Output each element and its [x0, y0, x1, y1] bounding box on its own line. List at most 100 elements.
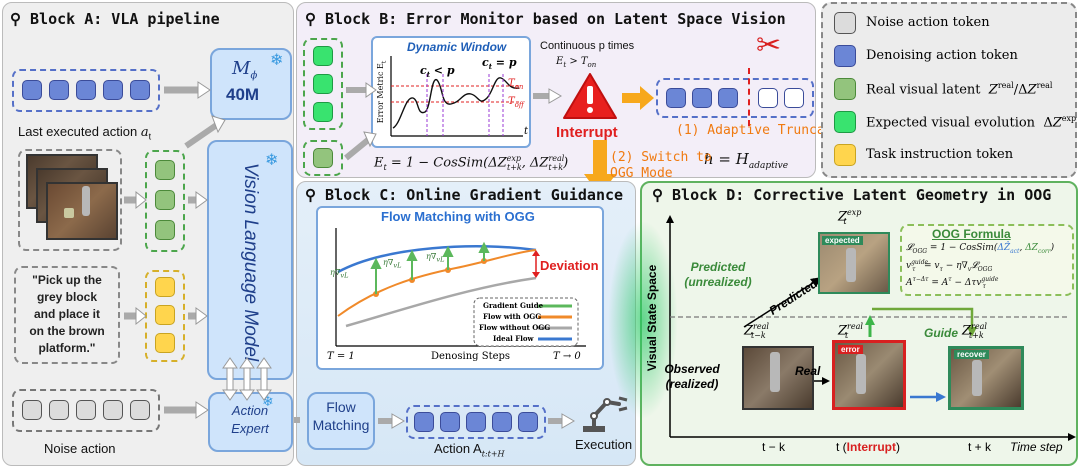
last-action-label: Last executed action at: [18, 124, 152, 142]
legend-swatch-noise: [834, 12, 856, 34]
orange-arrow: [622, 86, 654, 110]
noise-token: [103, 400, 123, 420]
arrow-guide-label: Guide: [924, 326, 959, 340]
legend-swatch-denoising: [834, 45, 856, 67]
truncated-token: [758, 88, 778, 108]
noise-token: [76, 400, 96, 420]
visual-token: [155, 160, 175, 180]
block-d-title: ⚲ Block D: Corrective Latent Geometry in…: [652, 186, 1052, 204]
legend-label: Task instruction token: [866, 147, 1014, 162]
adaptive-label: (1) Adaptive Truncation: [676, 123, 857, 138]
x-tk-label: t − k: [762, 440, 786, 454]
noise-token: [130, 400, 150, 420]
block-b-title: ⚲ Block B: Error Monitor based on Latent…: [305, 10, 786, 28]
snowflake-icon: ❄: [270, 52, 284, 69]
h-formula: h = Hadaptive: [704, 150, 789, 171]
expected-group: [303, 38, 343, 130]
expected-tag: expected: [822, 236, 863, 245]
formula-line-1: 𝓛OGG = 1 − CosSim(ΔẐact, ΔZcorr): [906, 243, 1055, 255]
predicted-label: Predicted (unrealized): [684, 260, 752, 289]
dynamic-window-title: Dynamic Window: [407, 40, 507, 54]
error-tag: error: [838, 345, 863, 354]
expected-token: [313, 46, 333, 66]
legend-with: Flow with OGG: [483, 312, 542, 321]
action-expert-box: [208, 392, 293, 452]
output-action-group: [406, 405, 546, 439]
continuous-label: Continuous p times: [540, 40, 635, 52]
pin-icon: ⚲: [305, 10, 316, 28]
block-b-arrows: [344, 82, 377, 161]
expected-token: [313, 74, 333, 94]
truncation-group: [656, 78, 814, 118]
action-token: [22, 80, 42, 100]
recover-tag: recover: [954, 350, 989, 359]
execution-label: Execution: [575, 437, 633, 452]
label-t-on: Ton: [508, 78, 524, 91]
noise-token: [22, 400, 42, 420]
legend-swatch-task: [834, 144, 856, 166]
legend-without: Flow without OGG: [479, 323, 551, 332]
action-token: [666, 88, 686, 108]
legend-swatch-expected: [834, 111, 856, 133]
small-model-box: [210, 48, 292, 120]
error-chart: [390, 56, 523, 137]
z-real-tpk-label: Zrealt+k: [962, 322, 987, 340]
model-symbol: Mϕ: [232, 58, 258, 82]
visual-token: [155, 220, 175, 240]
x-t-label: t (Interrupt): [836, 440, 901, 454]
noise-token: [49, 400, 69, 420]
photo-group: [18, 149, 122, 251]
action-token: [692, 88, 712, 108]
legend-label: Noise action token: [866, 15, 990, 30]
action-token: [49, 80, 69, 100]
robot-arm: [856, 354, 866, 394]
expected-token: [313, 102, 333, 122]
block-cd-glow: [608, 220, 678, 420]
z-real-tk-label: Zrealt−k: [744, 322, 769, 340]
formula-box: [900, 224, 1074, 296]
warning-icon: [563, 73, 617, 119]
legend-label: Real visual latent Zreal/ΔZreal: [866, 81, 1053, 98]
chart-xlabel: t: [524, 126, 529, 137]
action-token: [414, 412, 434, 432]
interrupt-label: Interrupt: [556, 124, 618, 141]
y-axis-label: Visual State Space: [645, 264, 659, 372]
legend-swatch-real: [834, 78, 856, 100]
latent-geometry: [666, 215, 1076, 441]
x-mid: Denosing Steps: [431, 351, 511, 362]
instruction-box: [14, 266, 120, 364]
legend-label: Denoising action token: [866, 48, 1018, 63]
grad-label-1: η∇vL: [330, 268, 349, 280]
block-c-arrows: [294, 413, 575, 429]
action-token: [518, 412, 538, 432]
visual-token: [155, 190, 175, 210]
scissors-icon: ✂: [756, 29, 782, 62]
action-expert-label: Action Expert: [231, 403, 269, 436]
x-start: T = 1: [327, 351, 355, 362]
grad-label-3: η∇vL: [426, 252, 445, 264]
ogg-chart-title: Flow Matching with OGG: [381, 209, 535, 224]
robot-arm: [770, 352, 780, 392]
noise-action-label: Noise action: [44, 441, 116, 456]
action-token: [130, 80, 150, 100]
robot-arm: [972, 360, 982, 396]
action-token: [718, 88, 738, 108]
observed-label: Observed (realized): [664, 362, 720, 391]
legend-panel: [821, 2, 1077, 178]
block-object: [64, 208, 74, 218]
deviation-label: Deviation: [540, 258, 599, 273]
x-end: T → 0: [553, 351, 581, 362]
flow-matching-box: [307, 392, 375, 450]
grad-label-2: η∇vL: [383, 258, 402, 270]
action-token: [76, 80, 96, 100]
pin-icon: ⚲: [10, 10, 21, 28]
action-token: [440, 412, 460, 432]
legend-grad: Gradient Guide: [483, 301, 544, 310]
block-c-title: ⚲ Block C: Online Gradient Guidance: [305, 186, 624, 204]
legend-ideal: Ideal Flow: [493, 334, 534, 343]
time-step-label: Time step: [1010, 440, 1063, 454]
z-exp-label: Zexpt: [838, 208, 862, 226]
formula-title: OOG Formula: [932, 227, 1011, 241]
truncated-token: [784, 88, 804, 108]
pin-icon: ⚲: [652, 186, 663, 204]
